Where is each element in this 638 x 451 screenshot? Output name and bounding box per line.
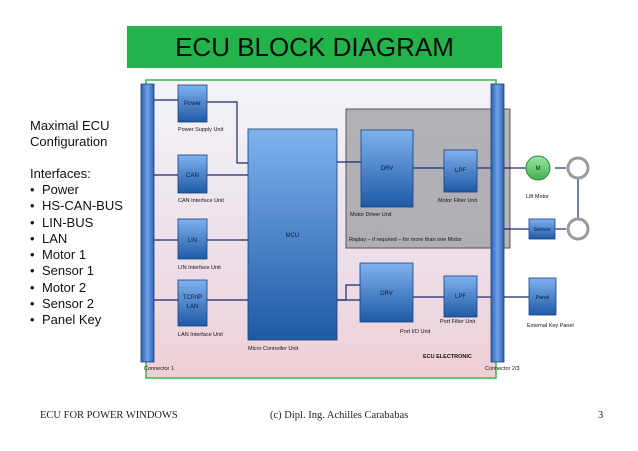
drv1-block-label: DRV	[381, 166, 394, 172]
tcpip-block-label-line1: TCP/IP	[183, 295, 202, 301]
sensor-block	[528, 218, 556, 240]
power-block	[177, 84, 208, 123]
can-interface-unit-label: CAN Interface Unit	[178, 198, 224, 204]
power-supply-unit-label: Power Supply Unit	[178, 127, 224, 133]
power-block-label: Power	[184, 101, 201, 107]
lpf1-block-label: LPF	[455, 168, 466, 174]
can-block	[177, 154, 208, 194]
drv2-block-label: DRV	[380, 291, 393, 297]
can-block-label: CAN	[186, 173, 199, 179]
sensor-block-label: Sensor	[533, 227, 551, 233]
title-bar: ECU BLOCK DIAGRAM	[127, 26, 502, 68]
external-key-panel-label: External Key Panel	[527, 323, 574, 329]
interface-item: HS-CAN-BUS	[30, 198, 123, 215]
panel-block	[528, 277, 557, 316]
connector-1-label: Connector 1	[144, 366, 174, 372]
motor-driver-unit-label: Motor Driver Unit	[350, 212, 392, 218]
lpf2-block	[443, 275, 478, 318]
port-filter-unit-label: Port Filter Unit	[440, 319, 476, 325]
configuration-panel: Maximal ECU Configuration Interfaces: Po…	[30, 118, 123, 329]
connector-23-label: Connector 2/3	[485, 366, 520, 372]
drv2-block	[359, 262, 414, 323]
interfaces-list: Power HS-CAN-BUS LIN-BUS LAN Motor 1 Sen…	[30, 182, 123, 329]
lpf2-block-label: LPF	[455, 294, 466, 300]
drv1-block	[360, 129, 414, 208]
lin-interface-unit-label: LIN Interface Unit	[178, 265, 221, 271]
footer-title: ECU FOR POWER WINDOWS	[40, 410, 178, 421]
ecu-electronic-label: ECU ELECTRONIC	[423, 354, 472, 360]
micro-controller-unit-label: Micro Controller Unit	[248, 346, 299, 352]
mcu-block-label: MCU	[286, 233, 300, 239]
interface-item: Sensor 1	[30, 263, 123, 280]
config-heading-line2: Configuration	[30, 134, 108, 149]
interfaces-label: Interfaces:	[30, 166, 91, 181]
page-number: 3	[598, 410, 604, 421]
tcpip-lan-block	[177, 279, 208, 327]
connection-lines	[154, 99, 579, 301]
lift-motor-icon	[525, 155, 551, 181]
interface-item: Panel Key	[30, 312, 123, 329]
interface-item: Sensor 2	[30, 296, 123, 313]
footer-author: (c) Dipl. Ing. Achilles Carababas	[270, 410, 409, 421]
port-io-unit-label: Port I/O Unit	[400, 329, 431, 335]
interface-item: Motor 2	[30, 280, 123, 297]
connector-23-bar	[490, 83, 505, 363]
motor-wheel-icon	[566, 156, 590, 180]
interface-item: Power	[30, 182, 123, 199]
interface-item: LIN-BUS	[30, 215, 123, 232]
panel-block-label: Panel	[535, 295, 549, 301]
lpf1-block	[443, 149, 478, 193]
mcu-block	[247, 128, 338, 341]
replay-note: Replay – if required – for more than one…	[349, 237, 462, 243]
motor-symbol-label: M	[536, 166, 541, 172]
lin-block	[177, 218, 208, 260]
lan-interface-unit-label: LAN Interface Unit	[178, 332, 223, 338]
lin-block-label: LIN	[188, 238, 197, 244]
connector-1-bar	[140, 83, 155, 363]
tcpip-block-label-line2: LAN	[187, 304, 199, 310]
motor-filter-unit-label: Motor Filter Unit	[438, 198, 478, 204]
page-title: ECU BLOCK DIAGRAM	[175, 31, 454, 62]
sensor-wheel-icon	[566, 217, 590, 241]
config-heading-line1: Maximal ECU	[30, 118, 110, 133]
interface-item: LAN	[30, 231, 123, 248]
interface-item: Motor 1	[30, 247, 123, 264]
lift-motor-label: Lift Motor	[526, 194, 549, 200]
